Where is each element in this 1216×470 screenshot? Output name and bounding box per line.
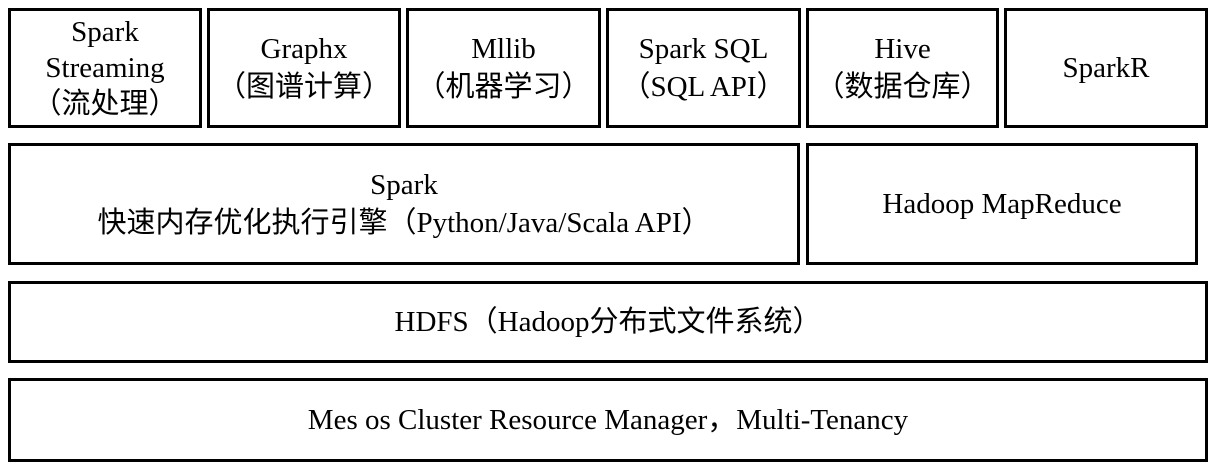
spark-engine-box: Spark 快速内存优化执行引擎（Python/Java/Scala API） [8, 143, 800, 265]
hive-line-2: （数据仓库） [815, 71, 990, 103]
hadoop-mapreduce-label: Hadoop MapReduce [882, 188, 1122, 220]
spark-sql-box: Spark SQL （SQL API） [606, 8, 801, 128]
hdfs-box: HDFS（Hadoop分布式文件系统） [8, 281, 1208, 363]
hive-line-1: Hive [874, 33, 931, 65]
spark-engine-description: 快速内存优化执行引擎（Python/Java/Scala API） [97, 207, 711, 239]
spark-streaming-box: Spark Streaming （流处理） [8, 8, 202, 128]
hdfs-label: HDFS（Hadoop分布式文件系统） [394, 306, 822, 338]
mllib-box: Mllib （机器学习） [406, 8, 601, 128]
hadoop-mapreduce-box: Hadoop MapReduce [806, 143, 1198, 265]
spark-engine-title: Spark [370, 169, 438, 201]
spark-streaming-line-3: （流处理） [32, 88, 178, 120]
spark-streaming-line-2: Streaming [45, 52, 165, 84]
sparkr-label: SparkR [1062, 52, 1150, 84]
graphx-line-2: （图谱计算） [216, 71, 391, 103]
spark-streaming-line-1: Spark [71, 16, 139, 48]
hive-box: Hive （数据仓库） [806, 8, 999, 128]
mesos-label: Mes os Cluster Resource Manager，Multi-Te… [307, 404, 909, 436]
mesos-box: Mes os Cluster Resource Manager，Multi-Te… [8, 378, 1208, 462]
spark-sql-line-1: Spark SQL [638, 33, 769, 65]
mllib-line-1: Mllib [471, 33, 536, 65]
spark-sql-line-2: （SQL API） [621, 71, 786, 103]
mllib-line-2: （机器学习） [416, 71, 591, 103]
sparkr-box: SparkR [1004, 8, 1208, 128]
graphx-line-1: Graphx [260, 33, 348, 65]
graphx-box: Graphx （图谱计算） [207, 8, 401, 128]
